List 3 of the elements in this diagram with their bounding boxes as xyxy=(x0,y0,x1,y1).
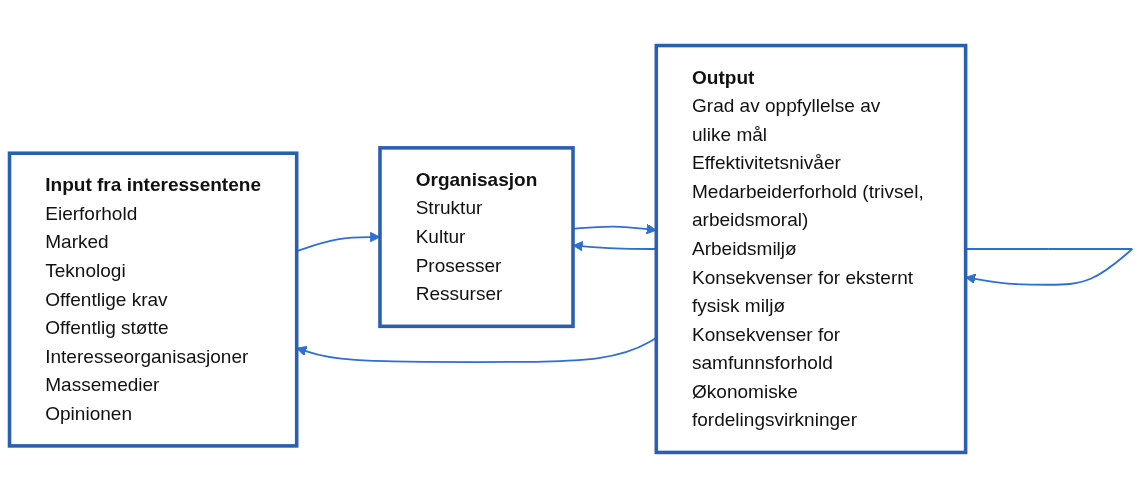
node-box: Input fra interessentene Eierforhold Marked Teknologi Offentlige krav Offentlig støtte Interesseorganisasjoner Massemedier Opinionen xyxy=(7,151,299,448)
node-box: Output Grad av oppfyllelse av ulike mål Effektivitetsnivåer Medarbeiderforhold (trivsel, arbeidsmoral) Arbeidsmiljø Konsekvenser for eksternt fysisk miljø Konsekvenser for samfunnsforhold Økonomiske fordelingsvirkninger xyxy=(654,43,968,455)
node-box: Organisasjon Struktur Kultur Prosesser Ressurser xyxy=(378,146,575,329)
